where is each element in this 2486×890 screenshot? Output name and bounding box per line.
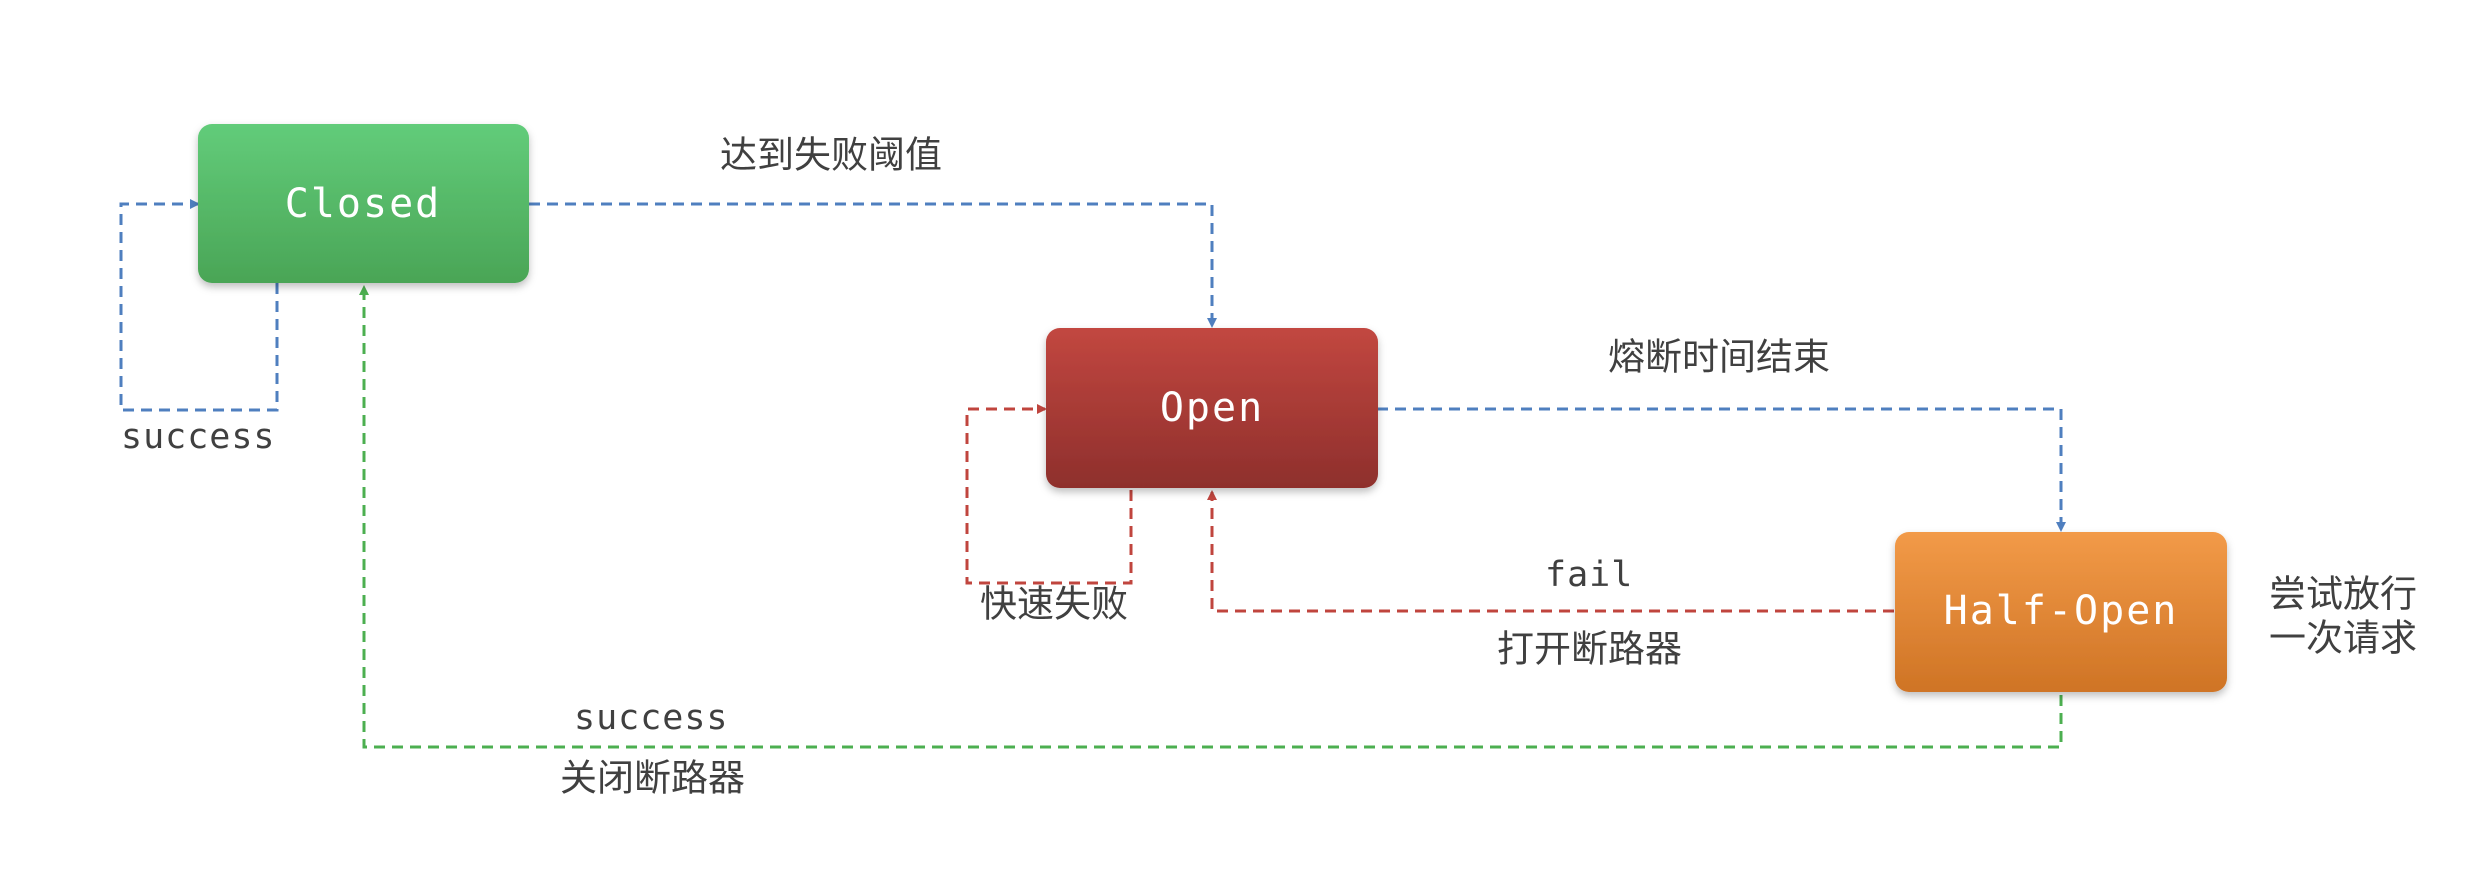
fail-label: fail — [1545, 555, 1633, 595]
try-request-label-line1: 尝试放行 — [2269, 573, 2417, 616]
open-fast-fail-loop — [965, 404, 1133, 585]
state-closed-label: Closed — [285, 181, 442, 227]
closed-success-label: success — [121, 417, 276, 457]
close-breaker-label: 关闭断路器 — [560, 757, 745, 800]
try-request-label-line2: 一次请求 — [2269, 617, 2417, 660]
state-half-open: Half-Open — [1895, 532, 2227, 692]
state-open: Open — [1046, 328, 1378, 488]
state-open-label: Open — [1160, 385, 1264, 431]
half-open-success-label: success — [574, 698, 729, 738]
fast-fail-label: 快速失败 — [980, 583, 1128, 626]
closed-to-open-edge — [529, 202, 1217, 328]
closed-success-loop — [119, 199, 279, 412]
state-half-open-label: Half-Open — [1944, 588, 2179, 634]
state-closed: Closed — [198, 124, 529, 283]
open-breaker-label: 打开断路器 — [1497, 628, 1682, 671]
half-open-to-open-edge — [1207, 490, 1894, 613]
open-to-half-open-edge — [1377, 407, 2066, 532]
timeout-end-label: 熔断时间结束 — [1608, 336, 1830, 379]
half-open-to-closed-edge — [359, 285, 2063, 749]
threshold-label: 达到失败阈值 — [720, 134, 942, 177]
